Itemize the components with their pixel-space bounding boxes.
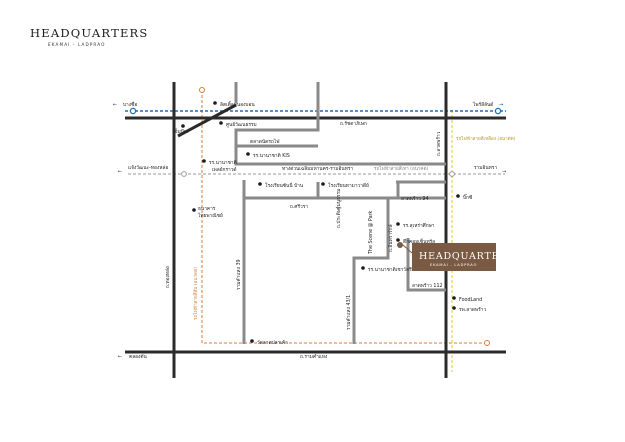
blue-station-right: [494, 107, 502, 115]
grey-station-right: [449, 171, 455, 177]
yellow-line-label: รถไฟฟ้าสายสีเหลือง (อนาคต): [456, 135, 516, 142]
poi-label: วัดลาดปลาเค้า: [257, 339, 288, 346]
grey-station-left: [181, 171, 187, 177]
arrow-left-top-icon: ←: [113, 103, 117, 108]
headquarters-location-pin: [397, 242, 403, 248]
road-ramintra-label: ถ.อินทรารักษ์: [387, 224, 394, 252]
poi-dot: [250, 339, 254, 343]
road-soi-39-label: รามคำแหง 39: [236, 259, 242, 290]
poi-label: รร.นานาชาติเชาว์ตรีทอง: [368, 266, 420, 273]
poi-dot: [202, 159, 206, 163]
poi-label: ธนาคาร: [198, 206, 216, 212]
poi-label: บิ๊กซี: [463, 193, 473, 201]
road-scene-label: The Scene @ Park: [368, 210, 374, 255]
poi-dot: [396, 222, 400, 226]
road-left-vertical-label: ถ.ทองหล่อ: [165, 266, 171, 288]
road-sriwara-label: ถ.ศรีวรา: [290, 203, 308, 210]
poi-dot: [219, 121, 223, 125]
road-ratchada-branch: [234, 82, 320, 148]
blue-station-left: [129, 107, 137, 115]
blue-right-label: ไพร์ลีลันด์: [472, 101, 493, 108]
poi-dot: [246, 152, 250, 156]
future-rail-lines: [125, 87, 506, 372]
headquarters-leader-line: [402, 244, 413, 254]
arrow-right-mid-icon: →: [502, 170, 506, 175]
secondary-roads: [234, 82, 446, 344]
poi-label: ลิตเติ้ลหนองบอน: [220, 100, 255, 108]
road-ekamai-label: ถ.ประดิษฐ์มนูธรรม: [335, 189, 342, 228]
road-soi-43-label: รามคำแหง 43/1: [346, 295, 352, 330]
blue-line-stations: [129, 107, 502, 177]
poi-label: รร.นานาชาติ: [209, 160, 237, 166]
grey-line-label: รถไฟฟ้าสายสีเทา (อนาคต): [374, 165, 428, 172]
road-ladprao-112-label: ลาดพร้าว 112: [412, 282, 443, 289]
poi-label: ไทยพาณิชย์: [197, 212, 223, 219]
poi-dot: [321, 182, 325, 186]
grey-right-label: รามอินทรา: [474, 165, 497, 171]
poi-label: ตลาดนัดรถไฟ: [250, 138, 280, 145]
poi-label: เพลย์กราวด์: [212, 166, 237, 173]
headquarters-callout-title: HEADQUARTERS: [419, 251, 515, 262]
poi-dot: [192, 208, 196, 212]
blue-left-label: บางซื่อ: [123, 101, 137, 108]
arrow-left-bottom-icon: ←: [118, 355, 122, 360]
grey-left-label: แจ้งวัฒนะ-ทองหล่อ: [128, 164, 168, 171]
poi-dot: [181, 124, 185, 128]
poi-label: โรงเรียนซันนี่ บ้าน: [265, 182, 304, 189]
poi-label: โรงเรียนทามาวาดีย์: [328, 182, 369, 189]
road-ladprao-112: [406, 238, 446, 292]
poi-dot: [452, 306, 456, 310]
road-labels: ถ.รัชดาภิเษก ถ.รามคำแหง ทางด่วนเฉลิมมหาน…: [165, 121, 443, 360]
road-diagonal: [177, 103, 237, 138]
poi-dot: [258, 182, 262, 186]
orange-line: [201, 90, 487, 344]
headquarters-callout-subtitle: EKAMAI - LADPRAO: [430, 263, 477, 267]
bottom-left-label: คลองตัน: [129, 354, 147, 360]
major-roads: [125, 82, 506, 378]
arrow-right-top-icon: →: [499, 103, 503, 108]
brand-title: HEADQUARTERS: [30, 26, 148, 40]
orange-line-station-right: [484, 340, 490, 346]
poi-label: ตึกคอมเซ็นทรัล: [403, 237, 435, 245]
rail-line-labels: รถไฟฟ้าสายสีเหลือง (อนาคต) รถไฟฟ้าสายสีเ…: [192, 135, 516, 320]
brand-logo: HEADQUARTERS EKAMAI - LADPRAO: [30, 26, 148, 47]
poi-label: รร.นานาชาติ KIS: [253, 153, 290, 159]
road-top-label: ถ.รัชดาภิเษก: [340, 121, 367, 127]
poi-dot: [361, 266, 365, 270]
points-of-interest: ลิตเติ้ลหนองบอน เอ็มบีเค ศูนย์วัฒนธรรม ต…: [173, 100, 486, 346]
arrow-left-mid-icon: ←: [118, 170, 122, 175]
road-sriwara-upper: [242, 180, 400, 200]
orange-line-label: รถไฟฟ้าสายสีส้ม (อนาคต): [192, 267, 199, 320]
road-ladprao-94-label: ลาดพร้าว 94: [401, 195, 429, 202]
poi-dot: [213, 101, 217, 105]
orange-line-station-top: [199, 87, 205, 93]
poi-label: ศูนย์วัฒนธรรม: [226, 121, 257, 128]
brand-subtitle: EKAMAI - LADPRAO: [48, 42, 106, 47]
poi-label: เอ็มบีเค: [173, 127, 189, 135]
poi-label: รร.สุเหร่าศึกษา: [403, 223, 435, 229]
headquarters-callout-box: [412, 243, 496, 271]
road-right-vertical-label: ถ.ลาดพร้าว: [435, 131, 442, 156]
edge-arrows: ← บางซื่อ ไพร์ลีลันด์ → ← แจ้งวัฒนะ-ทองห…: [113, 101, 506, 360]
poi-dot: [452, 296, 456, 300]
poi-label: รพ.ลาดพร้าว: [459, 306, 486, 313]
road-express-ramp: [234, 146, 446, 166]
poi-label: FoodLand: [459, 297, 482, 303]
poi-dot: [396, 238, 400, 242]
road-bottom-label: ถ.รามคำแหง: [300, 354, 327, 360]
road-express-label: ทางด่วนเฉลิมมหานคร-รามอินทรา: [282, 166, 353, 172]
poi-dot: [456, 194, 460, 198]
headquarters-callout[interactable]: HEADQUARTERS EKAMAI - LADPRAO: [397, 242, 515, 271]
